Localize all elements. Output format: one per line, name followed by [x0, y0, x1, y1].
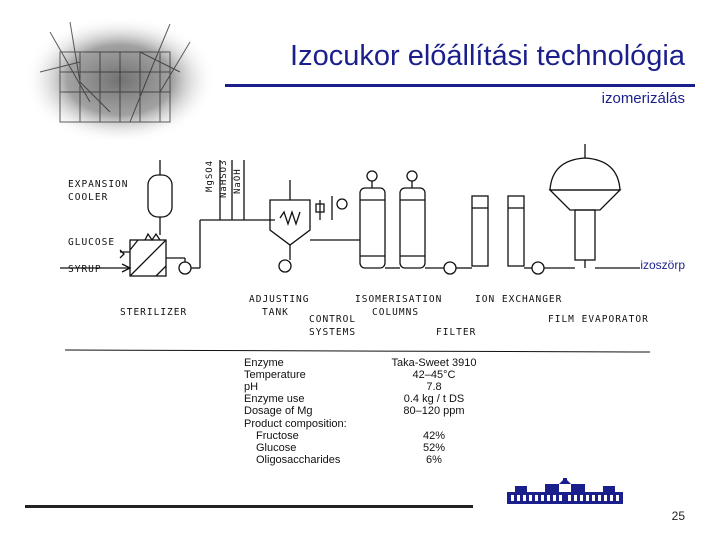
slide-subtitle: izomerizálás [601, 90, 685, 107]
film-evaporator [548, 144, 622, 268]
page-number: 25 [671, 509, 685, 523]
label-cooler: COOLER [68, 192, 109, 203]
building-photo-vignette [24, 16, 216, 144]
slide-title: Izocukor előállítási technológia [290, 40, 685, 72]
label-filter: FILTER [436, 327, 477, 338]
label-nahso3: NaHSO3 [219, 159, 229, 198]
label-film-evaporator: FILM EVAPORATOR [548, 314, 649, 325]
label-isomerisation: ISOMERISATION [355, 294, 443, 305]
label-naoh: NaOH [233, 168, 243, 194]
ion-exchanger-pump [531, 261, 545, 275]
filter-pump [443, 261, 457, 275]
control-systems [315, 196, 348, 220]
isomerisation-column-1 [359, 170, 386, 269]
label-systems: SYSTEMS [309, 327, 357, 338]
label-tank: TANK [262, 307, 289, 318]
university-building-logo [507, 478, 623, 504]
ion-exchanger-column-2 [507, 195, 525, 267]
product-label-isosyrup: izoszörp [640, 258, 685, 272]
title-underline [225, 84, 695, 87]
label-glucose: GLUCOSE [68, 237, 116, 248]
label-ion-exchanger: ION EXCHANGER [475, 294, 563, 305]
adjusting-tank [269, 180, 311, 260]
label-mgso4: MgSO4 [205, 159, 215, 192]
footer-rule [25, 505, 473, 508]
pump-1 [178, 261, 192, 275]
ion-exchanger-column-1 [471, 195, 489, 267]
label-sterilizer: STERILIZER [120, 307, 188, 318]
expansion-cooler-vessel [147, 160, 173, 235]
label-adjusting: ADJUSTING [249, 294, 310, 305]
label-control: CONTROL [309, 314, 357, 325]
label-syrup: SYRUP [68, 264, 102, 275]
pump-2 [278, 259, 292, 273]
table-row: Product composition: [244, 418, 347, 430]
isomerisation-column-2 [399, 170, 426, 269]
label-columns: COLUMNS [372, 307, 420, 318]
process-flow-diagram [60, 144, 651, 353]
label-expansion: EXPANSION [68, 179, 129, 190]
